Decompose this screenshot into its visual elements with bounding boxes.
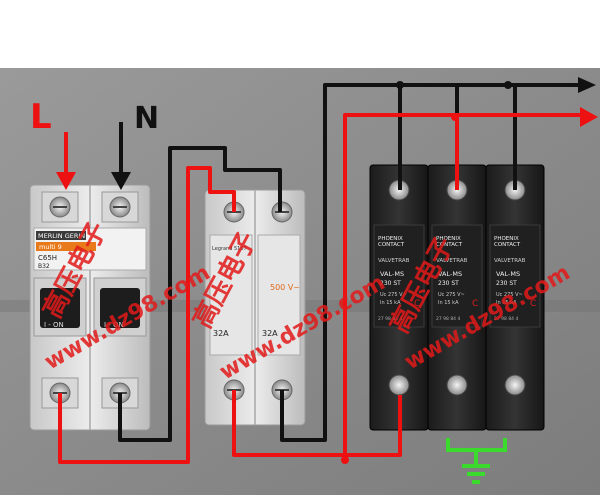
- spd-voltage: 230 ST: [496, 280, 517, 287]
- spd-series: VALVETRAB: [378, 258, 410, 264]
- spd-series: VALVETRAB: [494, 258, 526, 264]
- spd-voltage: 230 ST: [380, 280, 401, 287]
- breaker-brand: MERLIN GERIN: [38, 232, 85, 240]
- breaker-model: C65H: [38, 254, 57, 262]
- arrow-down-icon: [111, 172, 131, 190]
- neutral-out-wire: [280, 83, 578, 442]
- spd-class: C: [472, 299, 478, 309]
- spd-part: 27 98 84 4: [378, 316, 402, 322]
- surge-protector-3: PHOENIX CONTACT VALVETRAB VAL-MS 230 ST …: [485, 164, 545, 431]
- fuse-holder: 500 V~ 32A 32A Legrand 5107: [204, 189, 306, 426]
- breaker-toggle-1: [40, 288, 80, 328]
- neutral-label: N: [134, 101, 159, 136]
- ground-symbol-icon: [446, 438, 507, 484]
- circuit-breaker: MERLIN GERIN multi 9 C65H B32 I - ON I -…: [29, 184, 151, 431]
- phase-spd-wire: [345, 395, 402, 457]
- toggle-1-label: I - ON: [44, 321, 64, 329]
- spd-brand: PHOENIX: [494, 236, 519, 242]
- toggle-2-label: I - ON: [104, 321, 124, 329]
- spd-series: VALVETRAB: [436, 258, 468, 264]
- spd-uc: Uc 275 V~: [380, 292, 407, 298]
- fuse-current-left: 32A: [213, 329, 229, 338]
- fuse-brand: Legrand 5107: [212, 246, 247, 252]
- spd-brand-2: CONTACT: [378, 242, 405, 248]
- breaker-series: multi 9: [39, 243, 62, 251]
- spd-class: C: [414, 299, 420, 309]
- spd-part: 27 98 84 4: [494, 316, 518, 322]
- surge-protector-2: PHOENIX CONTACT VALVETRAB VAL-MS 230 ST …: [427, 164, 487, 431]
- fuse-current-right: 32A: [262, 329, 278, 338]
- spd-uc: Uc 275 V~: [496, 292, 523, 298]
- spd-brand-2: CONTACT: [494, 242, 521, 248]
- spd-brand-2: CONTACT: [436, 242, 463, 248]
- breaker-toggle-2: [100, 288, 140, 328]
- screw-icon: [388, 374, 410, 396]
- arrow-right-icon: [580, 107, 598, 127]
- spd-brand: PHOENIX: [378, 236, 403, 242]
- spd-model: VAL-MS: [496, 270, 520, 278]
- arrow-down-icon: [56, 172, 76, 190]
- spd-voltage: 230 ST: [438, 280, 459, 287]
- breaker-rating: B32: [38, 263, 50, 270]
- spd-in: In 15 kA: [380, 300, 401, 306]
- spd-class: C: [530, 299, 536, 309]
- spd-in: In 15 kA: [438, 300, 459, 306]
- spd-model: VAL-MS: [380, 270, 404, 278]
- surge-protector-1: PHOENIX CONTACT VALVETRAB VAL-MS 230 ST …: [369, 164, 429, 431]
- neutral-wire: [118, 146, 282, 442]
- screw-icon: [504, 374, 526, 396]
- screw-icon: [446, 374, 468, 396]
- phase-label: L: [30, 97, 52, 137]
- phase-wire: [58, 166, 236, 464]
- spd-brand: PHOENIX: [436, 236, 461, 242]
- spd-uc: Uc 275 V~: [438, 292, 465, 298]
- spd-in: In 15 kA: [496, 300, 517, 306]
- arrow-right-icon: [578, 77, 596, 93]
- fuse-voltage: 500 V~: [270, 283, 300, 292]
- spd-part: 27 98 84 4: [436, 316, 460, 322]
- spd-model: VAL-MS: [438, 270, 462, 278]
